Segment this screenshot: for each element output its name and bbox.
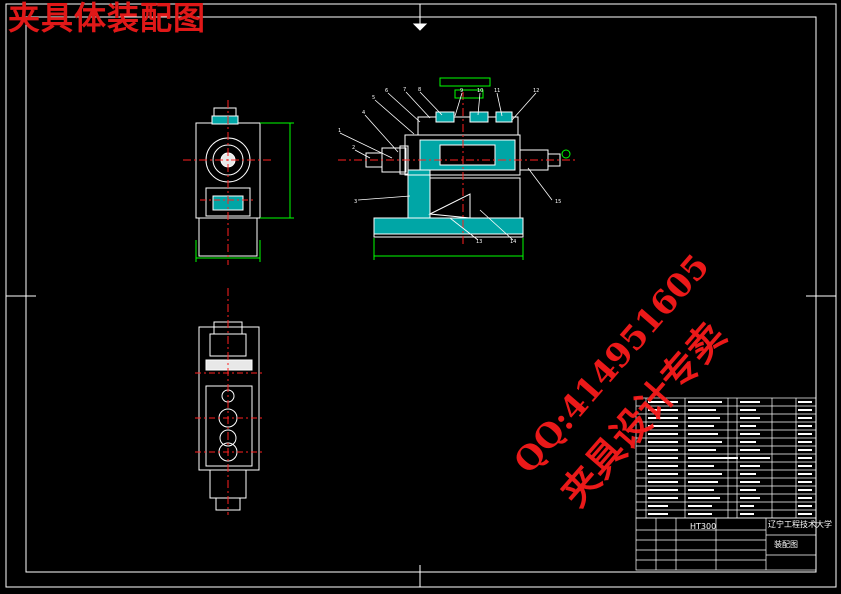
balloon-5: 5 bbox=[372, 95, 375, 101]
balloon-1: 1 bbox=[338, 128, 341, 134]
top-view bbox=[195, 288, 262, 515]
balloon-10: 10 bbox=[477, 88, 483, 94]
balloon-12: 12 bbox=[533, 88, 539, 94]
material-label: HT300 bbox=[690, 522, 717, 531]
drawing-frame bbox=[25, 16, 817, 573]
balloon-3: 3 bbox=[354, 199, 357, 205]
front-view bbox=[183, 100, 294, 265]
balloon-15: 15 bbox=[555, 199, 561, 205]
centering-marks bbox=[6, 4, 836, 587]
balloon-labels: 1 2 3 4 5 6 7 8 9 10 11 12 13 14 15 bbox=[338, 87, 561, 245]
balloon-13: 13 bbox=[476, 239, 482, 245]
school-name: 辽宁工程技术大学 bbox=[768, 520, 832, 529]
drawing-name: 装配图 bbox=[774, 540, 798, 549]
parts-list bbox=[635, 397, 817, 519]
balloon-14: 14 bbox=[510, 239, 516, 245]
balloon-7: 7 bbox=[403, 87, 406, 93]
balloon-9: 9 bbox=[460, 88, 463, 94]
balloon-6: 6 bbox=[385, 88, 388, 94]
title-block bbox=[635, 517, 817, 571]
drawing-title: 夹具体装配图 bbox=[8, 0, 207, 37]
balloon-11: 11 bbox=[494, 88, 500, 94]
balloon-2: 2 bbox=[352, 145, 355, 151]
parts-list-text-marks bbox=[648, 401, 812, 515]
section-view bbox=[338, 77, 575, 260]
balloon-8: 8 bbox=[418, 87, 421, 93]
balloon-4: 4 bbox=[362, 110, 365, 116]
